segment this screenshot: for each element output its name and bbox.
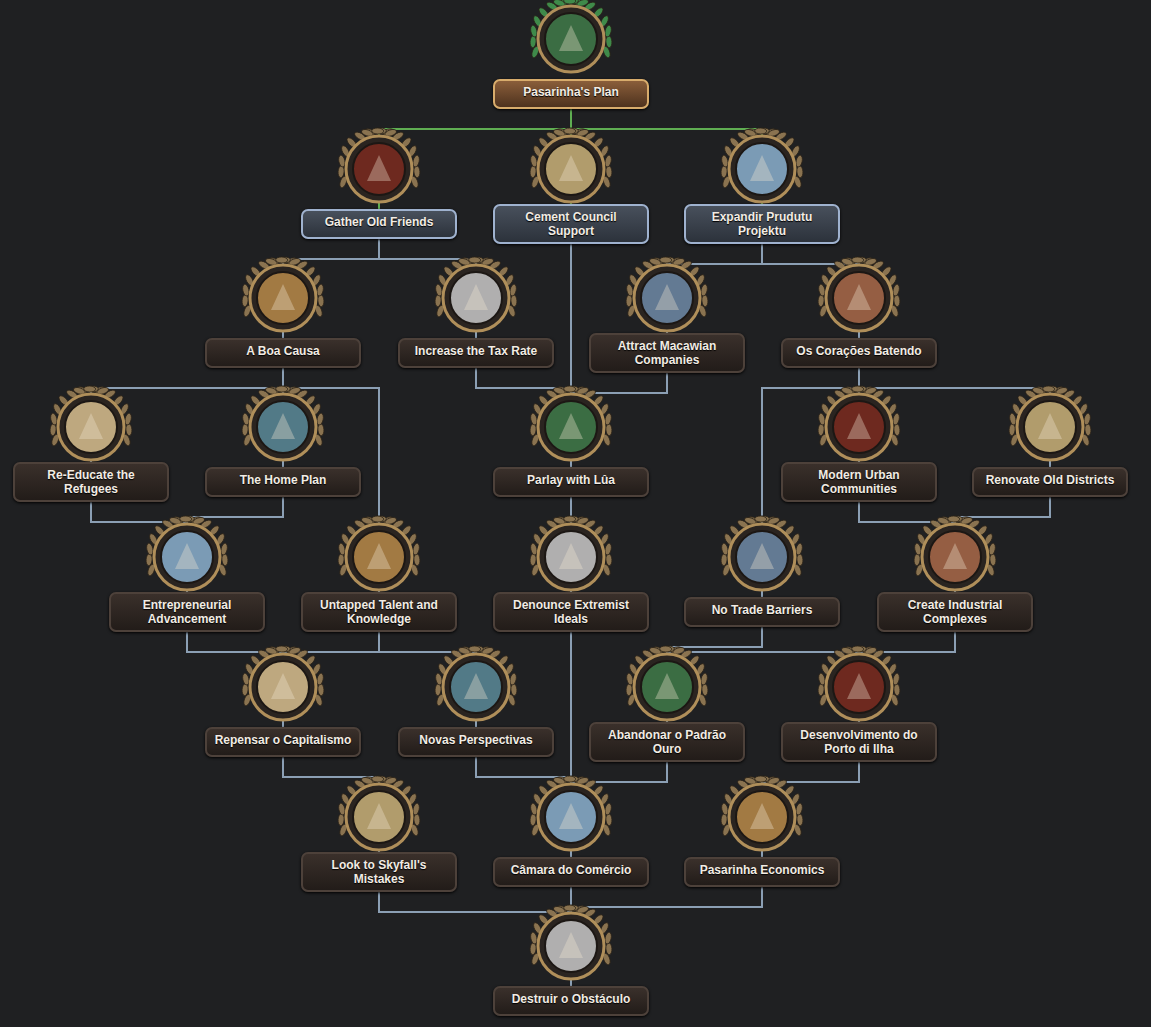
focus-icon [242,386,325,460]
focus-label: Attract Macawian Companies [589,333,745,373]
focus-icon [530,128,613,202]
focus-label: Entrepreneurial Advancement [109,592,265,632]
focus-icon [530,386,613,460]
focus-label: Pasarinha Economics [684,857,840,887]
focus-label: No Trade Barriers [684,597,840,627]
focus-name: Denounce Extremist Ideals [501,598,641,626]
focus-label: Look to Skyfall's Mistakes [301,852,457,892]
focus-label: Destruir o Obstáculo [493,986,649,1016]
focus-name: Desenvolvimento do Porto di Ilha [789,728,929,756]
focus-label: Denounce Extremist Ideals [493,592,649,632]
focus-icon [721,128,804,202]
focus-label: Renovate Old Districts [972,467,1128,497]
focus-label: Expandir Prudutu Projektu [684,204,840,244]
focus-icon [530,905,613,979]
focus-label: Create Industrial Complexes [877,592,1033,632]
focus-icon [530,776,613,850]
focus-name: Novas Perspectivas [406,733,546,747]
focus-label: The Home Plan [205,467,361,497]
focus-icon [626,257,709,331]
focus-label: Cement Council Support [493,204,649,244]
focus-name: The Home Plan [213,473,353,487]
focus-name: Repensar o Capitalismo [213,733,353,747]
focus-icon [435,646,518,720]
focus-icon [818,646,901,720]
focus-name: Câmara do Comércio [501,863,641,877]
focus-icon [818,386,901,460]
focus-icon [1009,386,1092,460]
focus-icon [50,386,133,460]
focus-name: Pasarinha's Plan [501,85,641,99]
focus-icon [626,646,709,720]
focus-label: Repensar o Capitalismo [205,727,361,757]
focus-name: Re-Educate the Refugees [21,468,161,496]
focus-name: Parlay with Lûa [501,473,641,487]
focus-label: Câmara do Comércio [493,857,649,887]
focus-name: Look to Skyfall's Mistakes [309,858,449,886]
focus-icon [530,516,613,590]
focus-label: Re-Educate the Refugees [13,462,169,502]
focus-label: Gather Old Friends [301,209,457,239]
focus-icon [338,516,421,590]
focus-name: Attract Macawian Companies [597,339,737,367]
focus-name: Entrepreneurial Advancement [117,598,257,626]
focus-label: Parlay with Lûa [493,467,649,497]
focus-icon [338,128,421,202]
focus-name: Renovate Old Districts [980,473,1120,487]
focus-label: Increase the Tax Rate [398,338,554,368]
focus-icon [242,646,325,720]
focus-label: Os Corações Batendo [781,338,937,368]
focus-label: Untapped Talent and Knowledge [301,592,457,632]
focus-icon [914,516,997,590]
focus-icon [721,776,804,850]
focus-label: Modern Urban Communities [781,462,937,502]
focus-name: A Boa Causa [213,344,353,358]
focus-name: Untapped Talent and Knowledge [309,598,449,626]
focus-label: Pasarinha's Plan [493,79,649,109]
focus-icon [721,516,804,590]
focus-name: Destruir o Obstáculo [501,992,641,1006]
focus-name: Modern Urban Communities [789,468,929,496]
focus-icon [530,0,613,72]
focus-name: Os Corações Batendo [789,344,929,358]
focus-name: Abandonar o Padrão Ouro [597,728,737,756]
focus-name: Increase the Tax Rate [406,344,546,358]
focus-label: A Boa Causa [205,338,361,368]
focus-name: Pasarinha Economics [692,863,832,877]
focus-label: Abandonar o Padrão Ouro [589,722,745,762]
focus-icon [818,257,901,331]
focus-name: Create Industrial Complexes [885,598,1025,626]
focus-icon [435,257,518,331]
focus-icon [146,516,229,590]
prerequisite-line [667,632,955,722]
focus-name: Cement Council Support [501,210,641,238]
focus-icon [242,257,325,331]
focus-label: Novas Perspectivas [398,727,554,757]
focus-label: Desenvolvimento do Porto di Ilha [781,722,937,762]
focus-name: Gather Old Friends [309,215,449,229]
focus-icon [338,776,421,850]
focus-name: No Trade Barriers [692,603,832,617]
focus-name: Expandir Prudutu Projektu [692,210,832,238]
